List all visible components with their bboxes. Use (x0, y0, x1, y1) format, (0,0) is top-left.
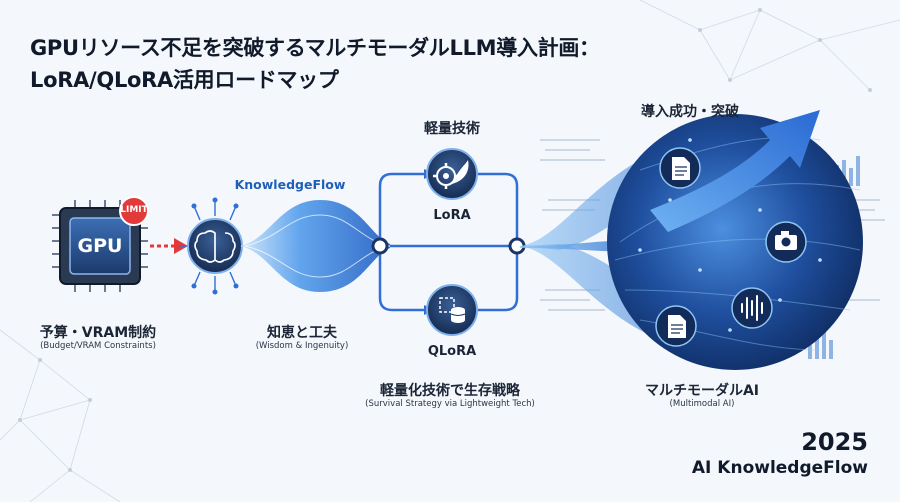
limit-badge-label: LIMIT (120, 205, 148, 215)
brain-circuit-icon (180, 197, 243, 295)
limit-badge (119, 196, 149, 226)
mini-bar-chart-bottom (808, 332, 833, 359)
title-line-1: GPUリソース不足を突破するマルチモーダルLLM導入計画： (30, 36, 600, 60)
lightweight-branch-lines (378, 172, 519, 312)
knowledge-flow-stream (240, 200, 391, 292)
lora-label: LoRA (433, 208, 471, 223)
knowledge-caption-sub: (Wisdom & Ingenuity) (255, 341, 349, 351)
gear-leaf-icon (426, 148, 478, 200)
waveform-icon (731, 287, 773, 329)
document-icon (655, 305, 697, 347)
knowledge-caption: 知恵と工夫 (267, 325, 337, 341)
document-icon (659, 147, 701, 189)
multimodal-caption: マルチモーダルAI (644, 383, 760, 399)
arrow-up-right-icon (650, 110, 820, 232)
lightweight-caption: 軽量化技術で生存戦略 (380, 383, 520, 399)
junction-nodes (371, 237, 526, 255)
title-line-2: LoRA/QLoRA活用ロードマップ (30, 68, 339, 92)
multimodal-header: 導入成功・突破 (641, 104, 739, 120)
lightweight-header: 軽量技術 (424, 121, 480, 137)
footer-brand: AI KnowledgeFlow (691, 458, 868, 478)
qlora-label: QLoRA (427, 344, 477, 359)
compress-database-icon (426, 284, 478, 336)
lightweight-caption-sub: (Survival Strategy via Lightweight Tech) (365, 399, 535, 409)
page-title: GPUリソース不足を突破するマルチモーダルLLM導入計画： LoRA/QLoRA… (30, 32, 600, 96)
gpu-chip-label: GPU (77, 235, 123, 257)
camera-icon (765, 221, 807, 263)
gpu-chip (52, 200, 148, 292)
gpu-caption-sub: (Budget/VRAM Constraints) (40, 341, 156, 351)
gpu-caption: 予算・VRAM制約 (39, 325, 157, 341)
footer-year: 2025 (801, 428, 868, 456)
multimodal-sphere (607, 114, 863, 370)
knowledge-flow-label: KnowledgeFlow (234, 177, 346, 192)
multimodal-caption-sub: (Multimodal AI) (669, 399, 735, 409)
